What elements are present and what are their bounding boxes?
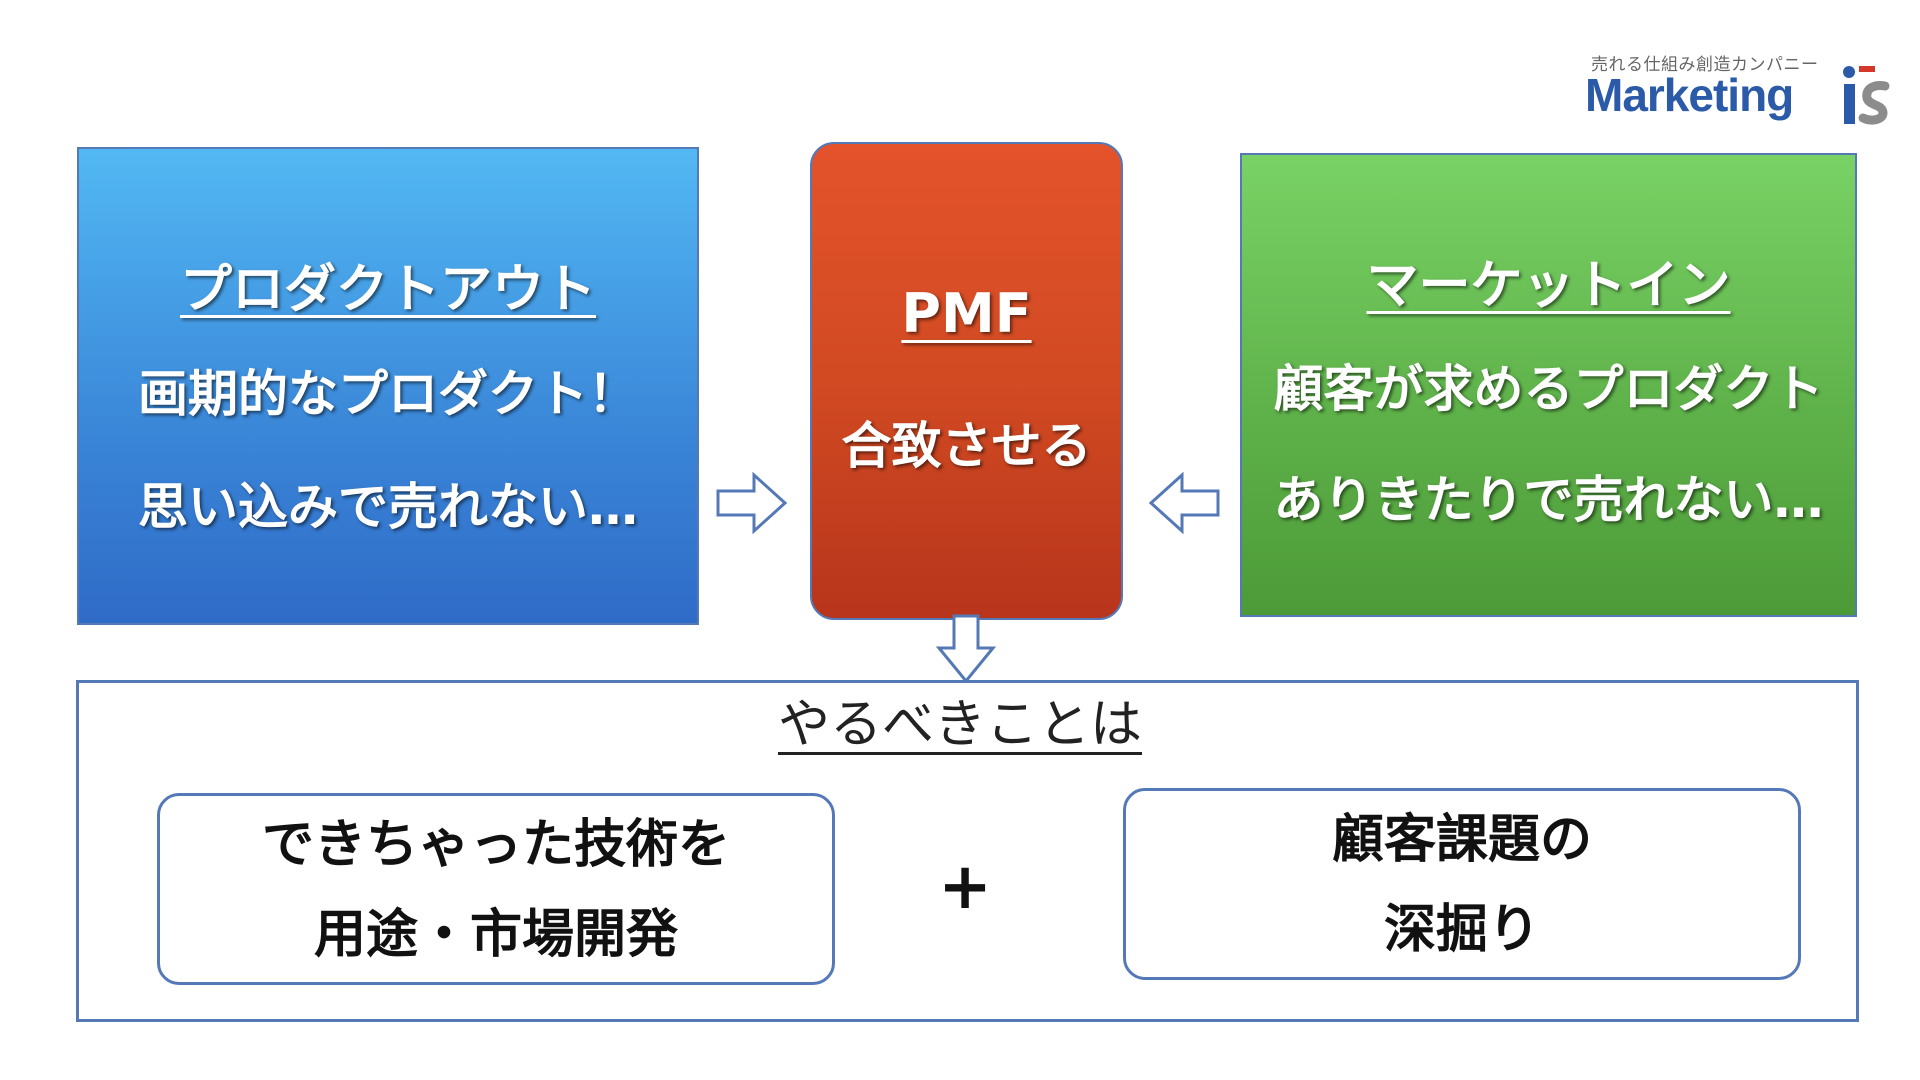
plus-operator: + [938, 850, 992, 924]
product-out-title: プロダクトアウト [179, 260, 596, 320]
market-in-line2: ありきたりで売れない… [1273, 471, 1824, 529]
pmf-line1: 合致させる [841, 417, 1092, 475]
market-in-line1: 顧客が求めるプロダクト [1273, 360, 1824, 418]
pmf-title: PMF [901, 282, 1032, 345]
customer-issue-box: 顧客課題の 深掘り [1123, 788, 1801, 980]
technology-line1: できちゃった技術を [261, 815, 730, 875]
company-logo: 売れる仕組み創造カンパニー Marketing [1585, 50, 1895, 130]
left-arrow-icon [1148, 472, 1220, 534]
logo-is-mark [1843, 66, 1890, 125]
logo-wordmark: Marketing [1585, 69, 1794, 121]
pmf-box: PMF 合致させる [810, 142, 1123, 620]
customer-issue-line1: 顧客課題の [1331, 810, 1592, 870]
right-arrow-icon [716, 472, 788, 534]
product-out-line1: 画期的なプロダクト！ [138, 365, 638, 423]
todo-title: やるべきことは [777, 695, 1142, 755]
down-arrow-icon [936, 614, 996, 684]
product-out-box: プロダクトアウト 画期的なプロダクト！ 思い込みで売れない… [77, 147, 699, 625]
technology-development-box: できちゃった技術を 用途・市場開発 [157, 793, 835, 985]
market-in-title: マーケットイン [1366, 256, 1731, 316]
product-out-line2: 思い込みで売れない… [138, 478, 638, 536]
market-in-box: マーケットイン 顧客が求めるプロダクト ありきたりで売れない… [1240, 153, 1857, 617]
technology-line2: 用途・市場開発 [313, 905, 678, 965]
logo-tagline: 売れる仕組み創造カンパニー [1591, 55, 1819, 75]
customer-issue-line2: 深掘り [1383, 900, 1540, 960]
